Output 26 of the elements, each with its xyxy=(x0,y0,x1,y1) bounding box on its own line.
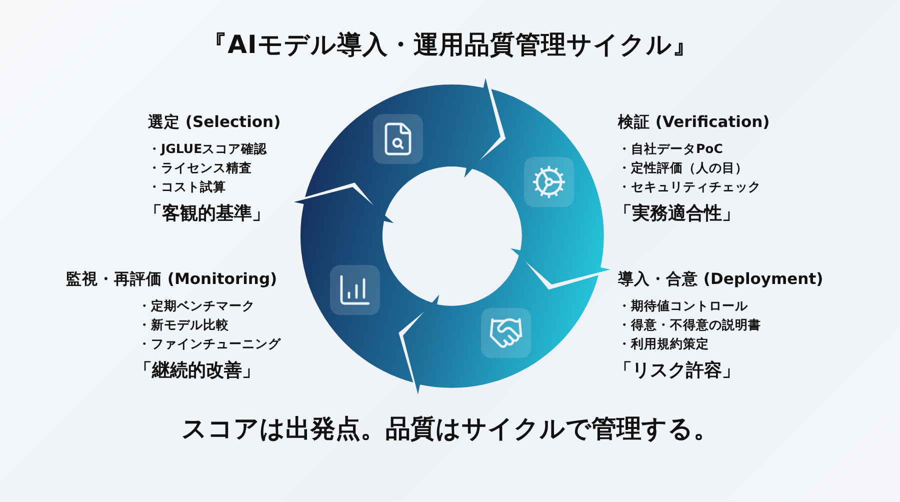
phase-heading: 監視・再評価 (Monitoring) xyxy=(66,269,278,290)
bullet-item: ・新モデル比較 xyxy=(138,316,229,334)
bullet-item: ・ライセンス精査 xyxy=(148,159,252,177)
phase-heading: 導入・合意 (Deployment) xyxy=(618,269,824,290)
ring-arrow-segment xyxy=(403,254,599,394)
bullet-item: ・JGLUEスコア確認 xyxy=(148,140,268,158)
bullet-item: ・コスト試算 xyxy=(148,178,226,196)
bullet-item: ・定性評価（人の目） xyxy=(618,159,748,177)
title: 『AIモデル導入・運用品質管理サイクル』 xyxy=(202,29,698,61)
bullet-item: ・セキュリティチェック xyxy=(618,178,761,196)
ring-arrow-segment xyxy=(305,78,501,218)
phase-tagline: 「実務適合性」 xyxy=(614,202,740,225)
bullet-item: ・ファインチューニング xyxy=(138,335,281,353)
bullet-item: ・定期ベンチマーク xyxy=(138,297,255,315)
phase-heading: 選定 (Selection) xyxy=(148,112,281,133)
bullet-item: ・期待値コントロール xyxy=(618,297,748,315)
phase-tagline: 「リスク許容」 xyxy=(614,359,740,382)
phase-tagline: 「継続的改善」 xyxy=(134,359,260,382)
bullet-item: ・利用規約策定 xyxy=(618,335,709,353)
ring-arrow-segment xyxy=(470,89,610,285)
bullet-item: ・自社データPoC xyxy=(618,140,723,158)
phase-tagline: 「客観的基準」 xyxy=(144,202,270,225)
bullet-item: ・得意・不得意の説明書 xyxy=(618,316,761,334)
slogan-text: スコアは出発点。品質はサイクルで管理する。 xyxy=(182,413,718,445)
ring-arrow-segment xyxy=(294,187,434,383)
phase-heading: 検証 (Verification) xyxy=(618,112,770,133)
